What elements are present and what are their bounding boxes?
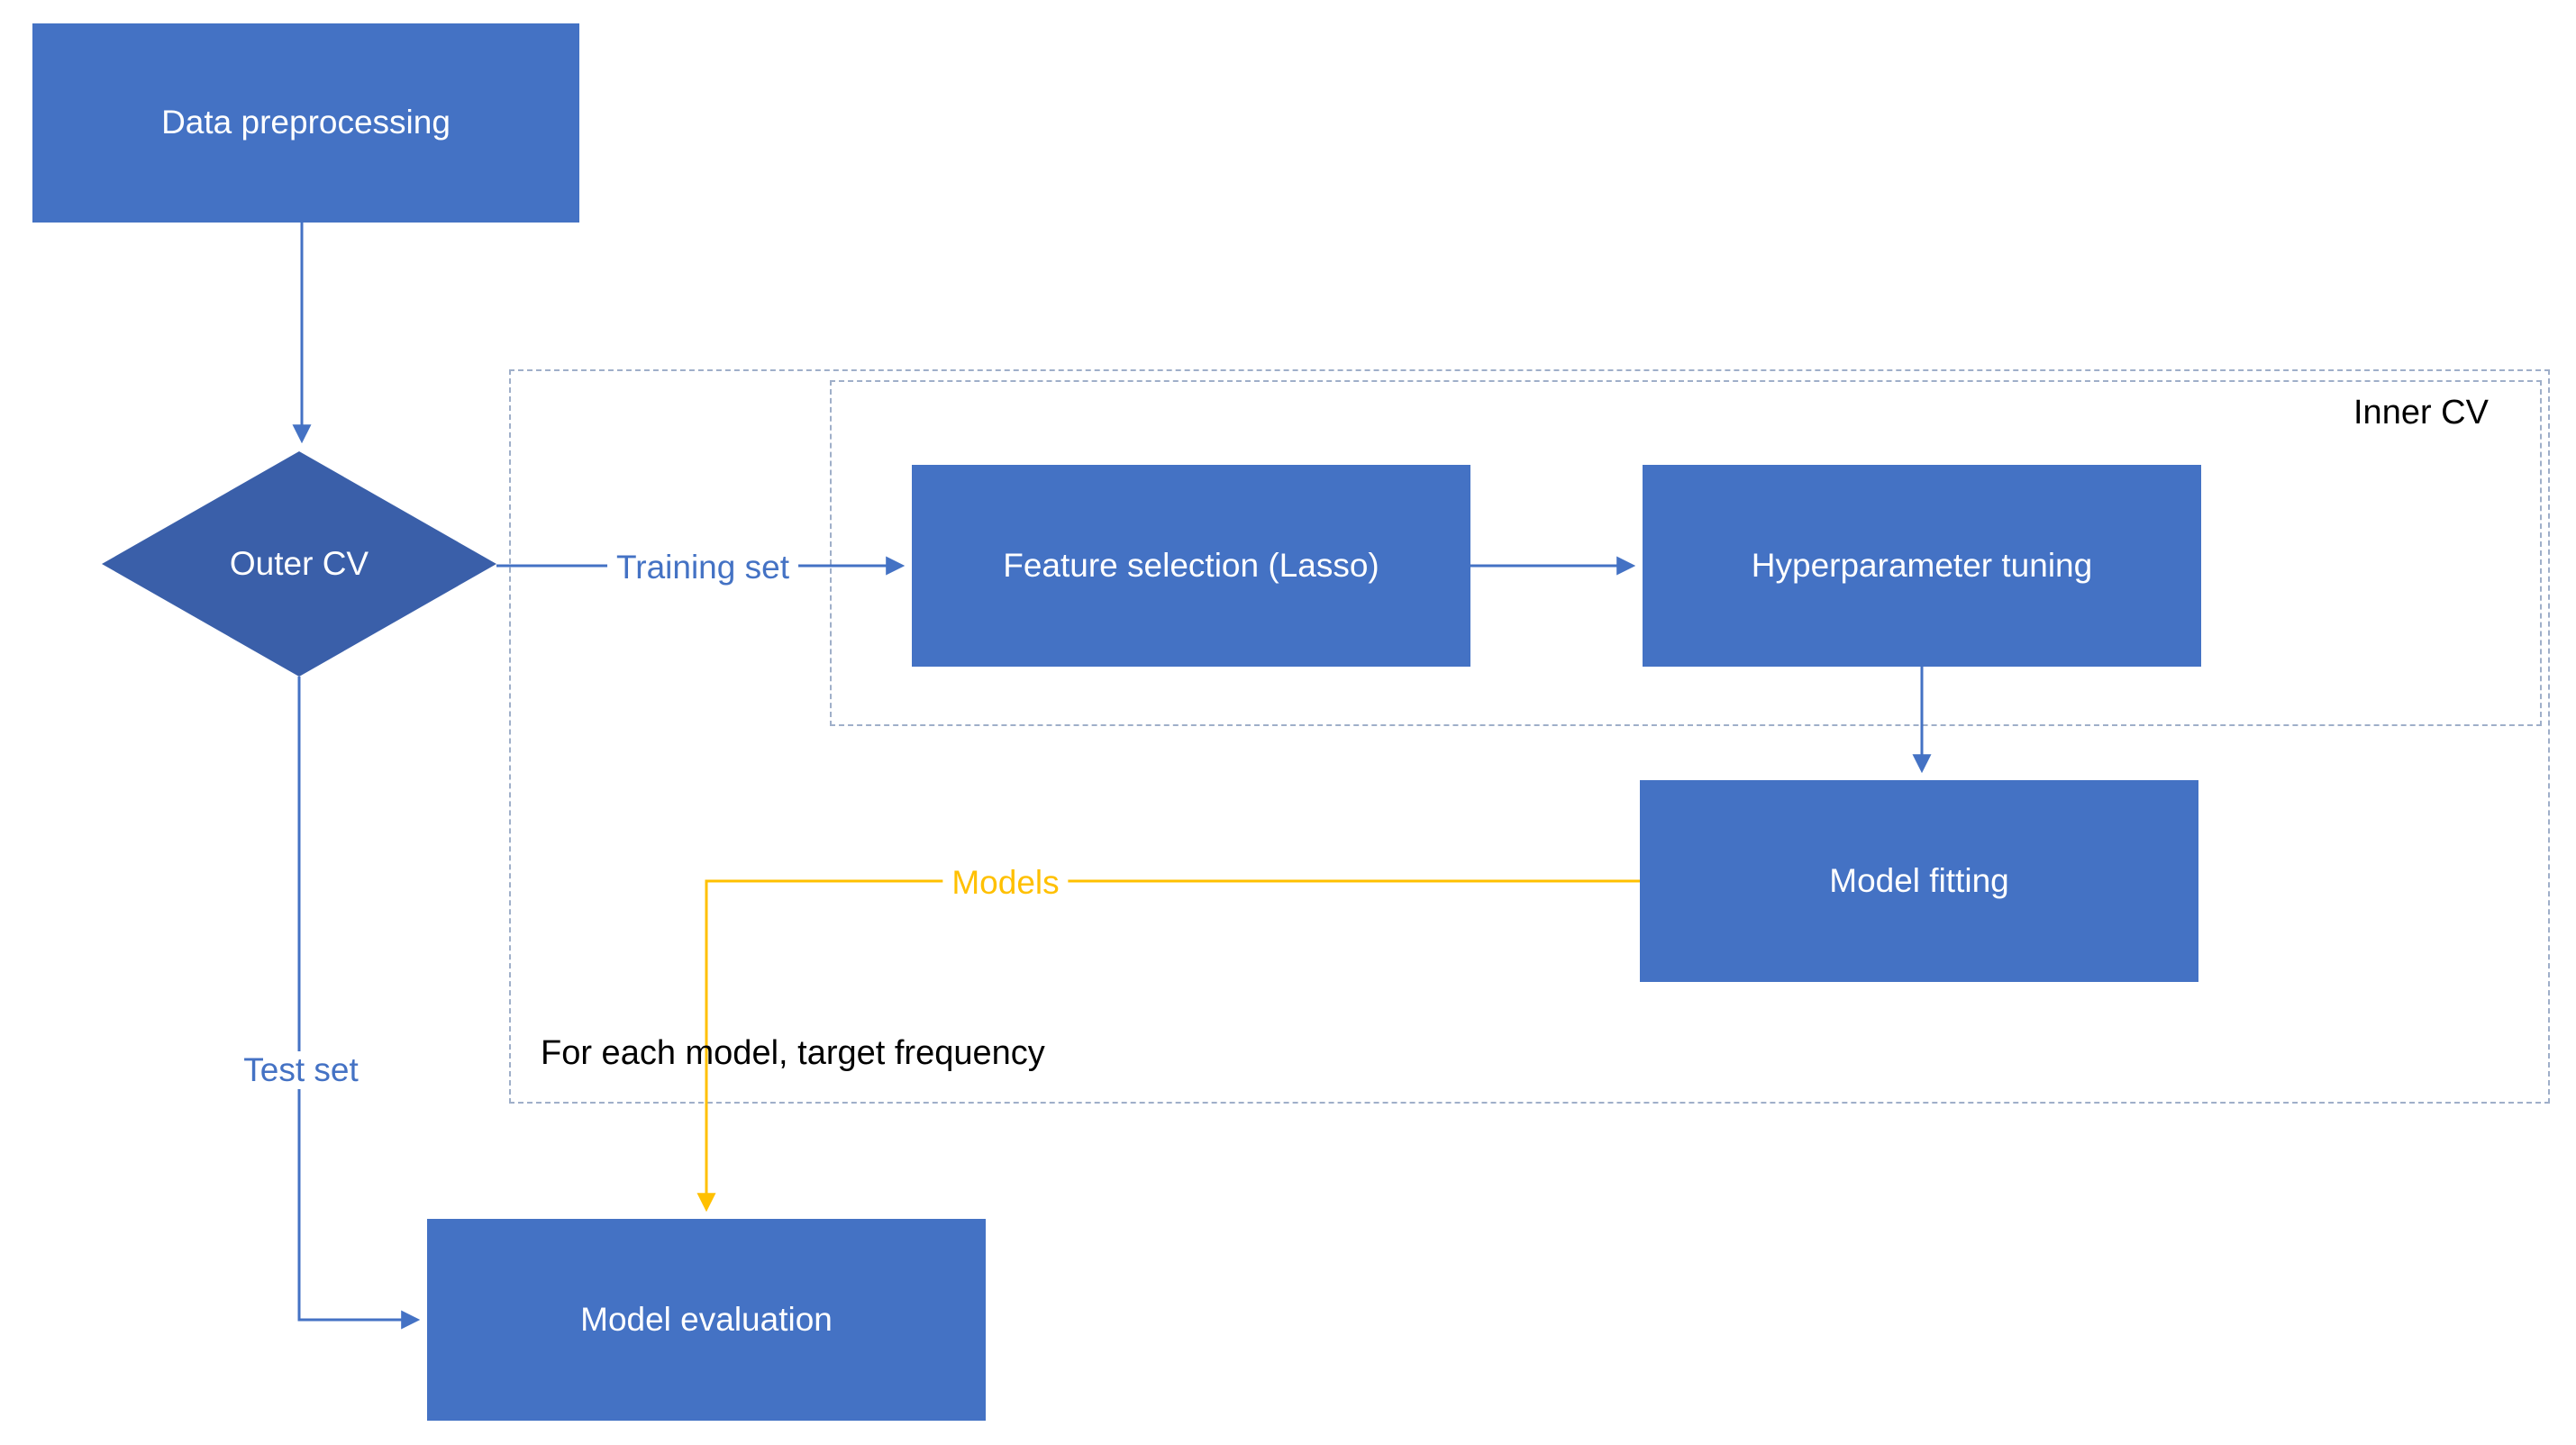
node-hyperparameter-tuning-label: Hyperparameter tuning: [1751, 546, 2093, 584]
node-hyperparameter-tuning: Hyperparameter tuning: [1643, 465, 2201, 667]
edge-label-training-set: Training set: [607, 549, 798, 586]
edge-outercv-to-modelevaluation: [297, 677, 421, 1330]
node-outer-cv: Outer CV: [102, 451, 496, 677]
edge-label-test-set: Test set: [234, 1051, 368, 1089]
node-model-fitting-label: Model fitting: [1829, 861, 2009, 899]
inner-cv-region: [830, 380, 2542, 726]
node-feature-selection: Feature selection (Lasso): [912, 465, 1470, 667]
node-data-preprocessing: Data preprocessing: [32, 23, 579, 223]
node-model-fitting: Model fitting: [1640, 780, 2198, 982]
node-data-preprocessing-label: Data preprocessing: [161, 104, 451, 141]
node-model-evaluation: Model evaluation: [427, 1219, 986, 1421]
node-feature-selection-label: Feature selection (Lasso): [1003, 546, 1379, 584]
edge-label-models: Models: [942, 864, 1069, 902]
node-outer-cv-label: Outer CV: [229, 545, 369, 582]
outer-loop-note: For each model, target frequency: [541, 1034, 1045, 1072]
inner-cv-region-label: Inner CV: [2353, 394, 2489, 432]
node-model-evaluation-label: Model evaluation: [580, 1300, 833, 1338]
